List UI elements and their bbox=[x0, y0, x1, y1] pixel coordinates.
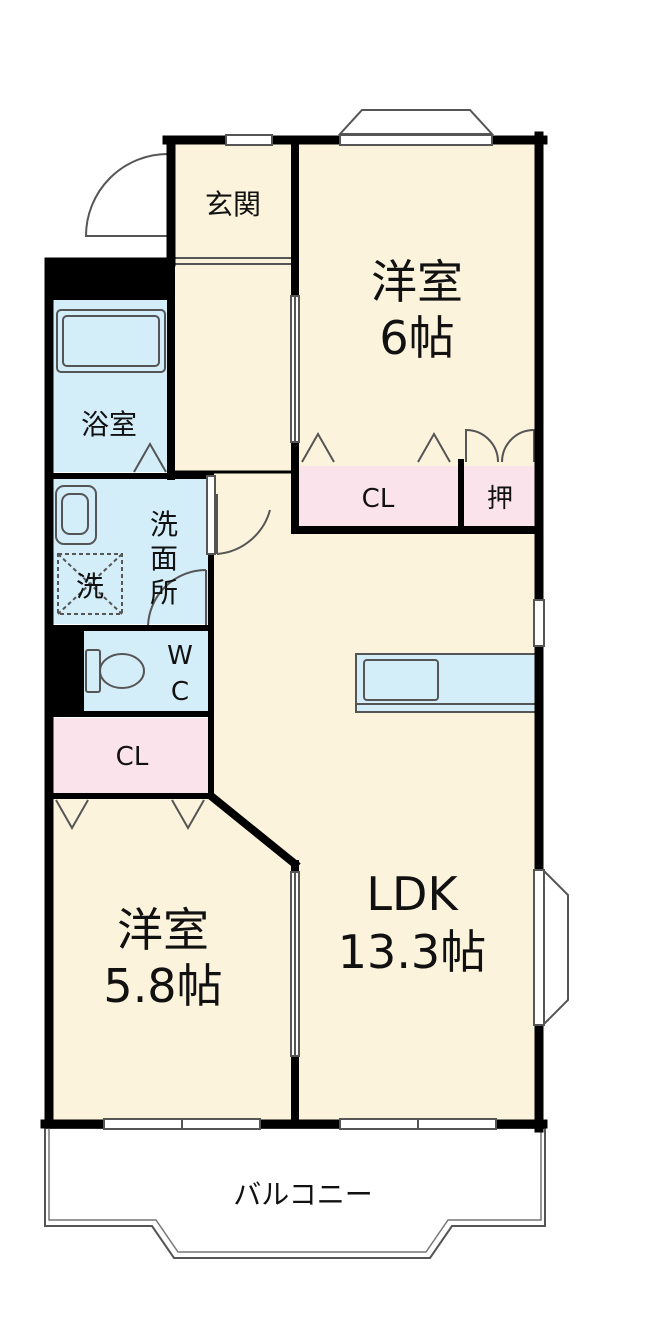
top-bay-window bbox=[337, 109, 495, 135]
oshiire-floor bbox=[463, 466, 539, 526]
right-bay-window bbox=[542, 867, 569, 1028]
cl-a-fold-1 bbox=[301, 431, 335, 463]
cl-a-fold-2 bbox=[417, 431, 451, 463]
ldk-name: LDK bbox=[366, 867, 459, 921]
wc-wall-block bbox=[45, 628, 84, 714]
oshiire-label: 押 bbox=[487, 484, 513, 514]
right-bay-opening bbox=[533, 869, 545, 1026]
kitchen-counter bbox=[355, 653, 540, 713]
oshiire-door-1 bbox=[465, 428, 499, 463]
floors bbox=[49, 140, 539, 1124]
room-labels: 玄関 洋室 6帖 浴室 CL 押 洗 面 所 洗 W C CL 洋室 5.8帖 … bbox=[76, 188, 513, 1211]
senmen-door-swing bbox=[216, 509, 271, 555]
senmen-label-3: 所 bbox=[150, 576, 178, 609]
wc-label-1: W bbox=[167, 641, 193, 671]
yoshitsu-b-size: 5.8帖 bbox=[103, 959, 222, 1013]
cl-b-fold-2 bbox=[171, 799, 205, 831]
bathtub bbox=[56, 309, 166, 373]
wall-diagonal bbox=[205, 790, 301, 870]
oshiire-door-2 bbox=[501, 428, 535, 463]
yoshitsu-b-floor bbox=[49, 796, 295, 1124]
cl-b-fold-1 bbox=[55, 799, 89, 831]
ldk-size: 13.3帖 bbox=[338, 925, 486, 979]
bath-label: 浴室 bbox=[81, 408, 137, 441]
senmen-floor bbox=[53, 476, 211, 624]
door-swings bbox=[55, 257, 535, 831]
wc-label-2: C bbox=[171, 677, 189, 707]
balcony-label: バルコニー bbox=[233, 1178, 372, 1211]
kitchen-window bbox=[533, 599, 545, 647]
fixtures bbox=[55, 309, 540, 713]
yoshitsu-a-name: 洋室 bbox=[371, 255, 463, 309]
genkan-floor bbox=[171, 140, 293, 472]
yoshitsu-a-floor bbox=[295, 140, 539, 466]
balcony-inner-line bbox=[48, 1128, 542, 1253]
cl-a-floor bbox=[299, 466, 459, 526]
sink-bowl bbox=[61, 493, 89, 535]
genkan-label: 玄関 bbox=[205, 188, 261, 221]
cl-a-label: CL bbox=[362, 484, 395, 514]
washer-space bbox=[57, 553, 123, 615]
top-window bbox=[339, 134, 493, 146]
senmen-label-2: 面 bbox=[150, 542, 178, 575]
bath-door-fold bbox=[133, 441, 167, 473]
yoshitsu-b-name: 洋室 bbox=[117, 903, 209, 957]
toilet-bowl bbox=[99, 653, 145, 689]
cl-b-floor bbox=[53, 718, 211, 794]
entrance-door-swing bbox=[84, 153, 169, 237]
pipe-space bbox=[45, 258, 171, 300]
cl-b-label: CL bbox=[116, 742, 149, 772]
wc-door-swing bbox=[147, 569, 207, 627]
wc-floor bbox=[84, 630, 211, 712]
sink bbox=[55, 485, 97, 545]
bathtub-inner bbox=[62, 315, 160, 367]
windows bbox=[103, 134, 545, 1130]
yoshitsu-a-size: 6帖 bbox=[379, 311, 454, 365]
genkan-window bbox=[225, 134, 273, 146]
sliding-door-senmen bbox=[206, 475, 216, 555]
senmen-label-1: 洗 bbox=[150, 508, 178, 541]
washer-diag-2 bbox=[57, 553, 123, 615]
kitchen-sink bbox=[363, 659, 439, 701]
washer-label: 洗 bbox=[76, 570, 104, 603]
balcony-outline bbox=[44, 1127, 546, 1259]
